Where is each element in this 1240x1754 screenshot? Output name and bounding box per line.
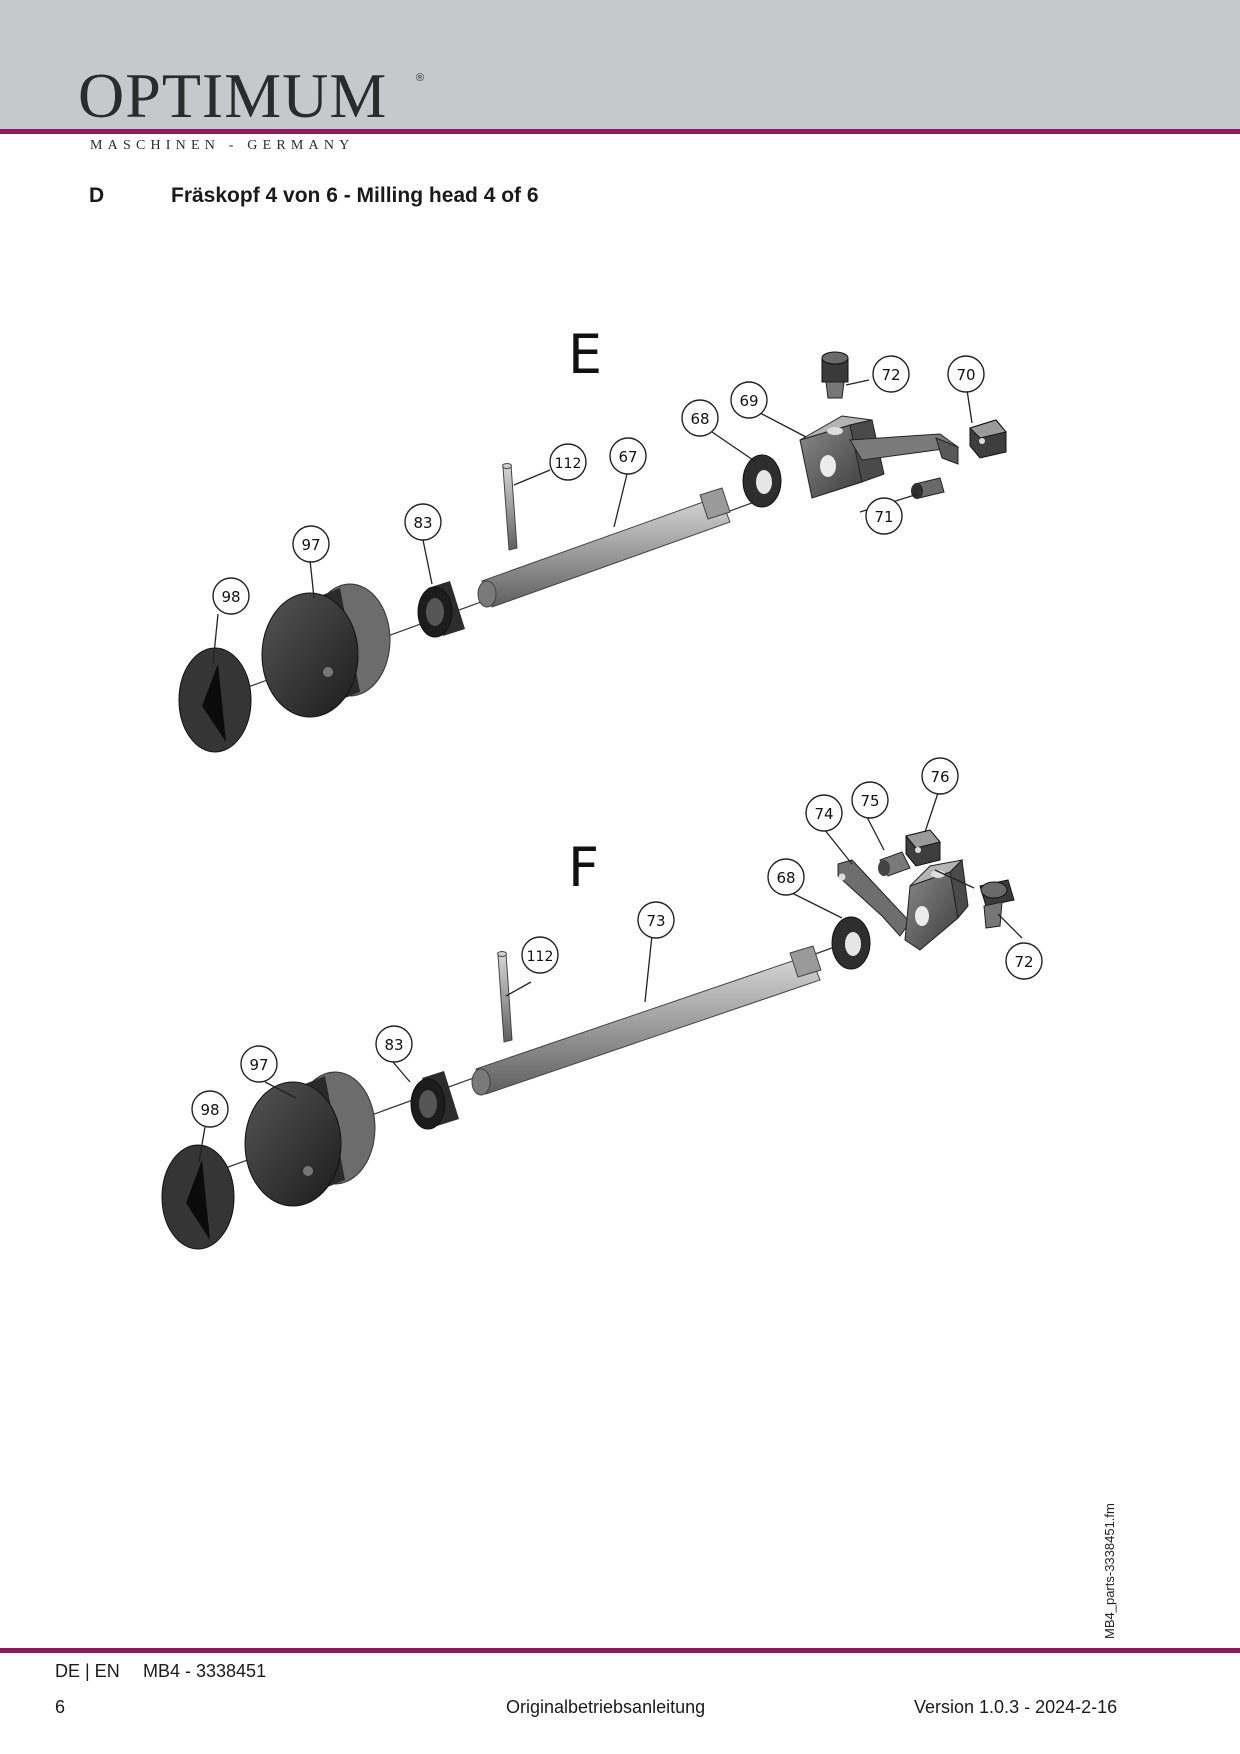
callout-f-112: 112 — [521, 936, 559, 974]
footer-page-number: 6 — [55, 1697, 66, 1717]
screw-72-upper — [821, 351, 849, 399]
svg-text:97: 97 — [249, 1056, 268, 1074]
pin-112-lower — [497, 951, 513, 1043]
svg-text:72: 72 — [1014, 953, 1033, 971]
callout-e-69: 69 — [730, 381, 768, 419]
callout-f-83: 83 — [375, 1025, 413, 1063]
callout-f-98: 98 — [191, 1090, 229, 1128]
callout-f-97: 97 — [240, 1045, 278, 1083]
footer-version: Version 1.0.3 - 2024-2-16 — [914, 1697, 1118, 1717]
shaft-67 — [477, 487, 731, 608]
brand-tagline: MASCHINEN - GERMANY — [90, 138, 355, 153]
washer-68 — [742, 454, 782, 508]
assembly-e-label: E — [568, 323, 602, 386]
svg-text:83: 83 — [384, 1036, 403, 1054]
cap-98-lower — [161, 1144, 235, 1250]
pin-112 — [502, 463, 518, 551]
svg-text:98: 98 — [221, 588, 240, 606]
callout-f-72: 72 — [1005, 942, 1043, 980]
callouts: 98 97 83 112 67 68 69 72 70 71 98 97 83 … — [191, 355, 1043, 1128]
callout-e-72: 72 — [872, 355, 910, 393]
svg-text:68: 68 — [776, 869, 795, 887]
nut-76 — [905, 829, 941, 867]
washer-68-lower — [831, 916, 871, 970]
svg-text:70: 70 — [956, 366, 975, 384]
lever-74 — [837, 858, 969, 951]
bushing-83-lower — [410, 1071, 459, 1130]
callout-e-68: 68 — [681, 399, 719, 437]
bushing-83 — [417, 581, 465, 638]
shaft-73 — [471, 945, 822, 1096]
registered-mark: ® — [416, 72, 425, 84]
section-title: Fräskopf 4 von 6 - Milling head 4 of 6 — [171, 184, 539, 207]
svg-text:112: 112 — [555, 456, 582, 472]
assembly-f-label: F — [568, 836, 599, 899]
callout-e-70: 70 — [947, 355, 985, 393]
footer-model: MB4 - 3338451 — [143, 1661, 267, 1681]
callout-e-71: 71 — [865, 497, 903, 535]
callout-e-67: 67 — [609, 437, 647, 475]
callout-f-68: 68 — [767, 858, 805, 896]
nut-70 — [969, 419, 1007, 459]
svg-text:67: 67 — [618, 448, 637, 466]
callout-f-75: 75 — [851, 781, 889, 819]
svg-text:73: 73 — [646, 912, 665, 930]
cap-98 — [178, 647, 252, 753]
callout-e-112: 112 — [549, 443, 587, 481]
svg-text:83: 83 — [413, 514, 432, 532]
svg-text:97: 97 — [301, 536, 320, 554]
assembly-e: E — [178, 323, 1007, 753]
svg-text:72: 72 — [881, 366, 900, 384]
callout-e-97: 97 — [292, 525, 330, 563]
knob-97-lower — [244, 1071, 376, 1207]
file-reference-note: MB4_parts-3338451.fm — [1102, 1503, 1117, 1639]
svg-text:68: 68 — [690, 410, 709, 428]
callout-e-98: 98 — [212, 577, 250, 615]
footer-languages: DE | EN — [55, 1661, 120, 1681]
svg-text:69: 69 — [739, 392, 758, 410]
svg-text:74: 74 — [814, 805, 833, 823]
section-letter: D — [89, 184, 105, 207]
callout-f-76: 76 — [921, 757, 959, 795]
assembly-f: F — [161, 789, 1023, 1250]
pin-75 — [878, 851, 911, 877]
assembly-f-leaders — [198, 789, 1023, 1163]
callout-f-74: 74 — [805, 794, 843, 832]
lever-69 — [799, 415, 960, 499]
header-band — [0, 0, 1240, 130]
svg-text:75: 75 — [860, 792, 879, 810]
footer-doc-type: Originalbetriebsanleitung — [506, 1697, 706, 1717]
svg-text:76: 76 — [930, 768, 949, 786]
knob-97 — [261, 583, 391, 718]
callout-e-83: 83 — [404, 503, 442, 541]
callout-f-73: 73 — [637, 901, 675, 939]
screw-72-lower — [979, 879, 1015, 929]
svg-text:71: 71 — [874, 508, 893, 526]
svg-text:112: 112 — [527, 949, 554, 965]
brand-logo: OPTIMUM — [78, 60, 388, 131]
svg-text:98: 98 — [200, 1101, 219, 1119]
screw-71 — [911, 477, 945, 499]
header-rule — [0, 129, 1240, 134]
footer-rule — [0, 1648, 1240, 1653]
